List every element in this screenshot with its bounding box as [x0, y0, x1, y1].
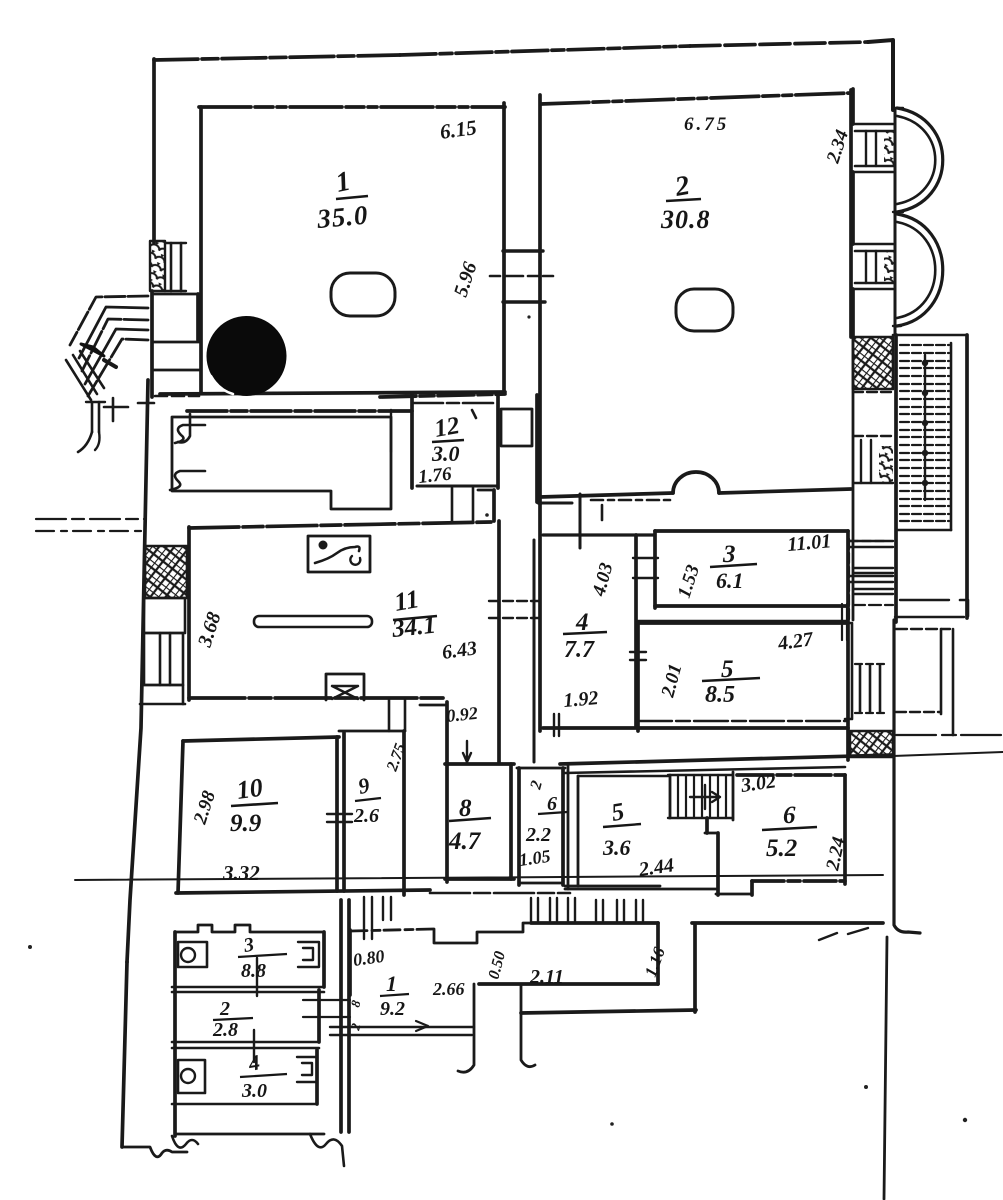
svg-text:3.0: 3.0 [241, 1080, 267, 1102]
svg-text:2.11: 2.11 [529, 966, 564, 988]
svg-text:34.1: 34.1 [390, 612, 437, 644]
svg-text:3: 3 [241, 934, 256, 958]
svg-text:2.2: 2.2 [525, 824, 551, 846]
svg-text:7.7: 7.7 [564, 637, 595, 663]
svg-text:1: 1 [386, 971, 397, 996]
svg-text:1: 1 [333, 166, 353, 199]
svg-text:5: 5 [721, 656, 734, 683]
svg-text:8: 8 [347, 998, 363, 1009]
svg-text:2: 2 [527, 779, 546, 792]
svg-text:8: 8 [459, 795, 472, 822]
svg-text:3.02: 3.02 [739, 770, 778, 797]
svg-text:3.6: 3.6 [602, 835, 631, 860]
svg-text:10: 10 [235, 773, 265, 805]
svg-text:1.05: 1.05 [518, 846, 552, 870]
svg-text:2: 2 [672, 170, 692, 203]
svg-text:0.80: 0.80 [352, 946, 386, 970]
svg-text:4.7: 4.7 [448, 828, 482, 855]
svg-text:2.6: 2.6 [353, 805, 379, 827]
svg-text:3.0: 3.0 [431, 441, 460, 466]
svg-text:4: 4 [575, 609, 589, 636]
svg-text:11: 11 [392, 584, 421, 617]
svg-text:5.2: 5.2 [766, 835, 797, 862]
svg-text:2: 2 [347, 1021, 364, 1033]
svg-text:2.8: 2.8 [212, 1019, 238, 1041]
svg-text:6: 6 [547, 793, 557, 815]
svg-text:6.75: 6.75 [684, 114, 729, 135]
svg-text:35.0: 35.0 [315, 200, 370, 234]
svg-text:3.32: 3.32 [222, 861, 260, 885]
svg-text:4: 4 [246, 1049, 262, 1076]
svg-text:6.1: 6.1 [716, 568, 744, 593]
svg-text:9: 9 [356, 772, 372, 799]
svg-text:9.2: 9.2 [380, 998, 405, 1020]
svg-text:6.15: 6.15 [438, 115, 478, 144]
svg-text:30.8: 30.8 [660, 205, 711, 234]
svg-text:2.44: 2.44 [637, 854, 676, 881]
svg-text:0.92: 0.92 [445, 703, 478, 726]
svg-text:4.27: 4.27 [776, 628, 816, 655]
svg-text:3: 3 [722, 541, 736, 568]
svg-text:12: 12 [432, 412, 461, 443]
svg-text:9.9: 9.9 [230, 810, 262, 837]
svg-text:8.8: 8.8 [241, 960, 266, 982]
svg-text:5: 5 [609, 798, 626, 827]
svg-text:8.5: 8.5 [705, 682, 735, 708]
svg-text:2.66: 2.66 [432, 979, 465, 999]
svg-text:2: 2 [219, 998, 230, 1020]
svg-text:6.43: 6.43 [441, 637, 479, 664]
svg-text:1.76: 1.76 [417, 464, 453, 488]
svg-text:1.92: 1.92 [563, 687, 600, 712]
svg-text:6: 6 [783, 802, 796, 829]
svg-text:0.50: 0.50 [485, 950, 509, 981]
svg-text:11.01: 11.01 [787, 530, 833, 556]
